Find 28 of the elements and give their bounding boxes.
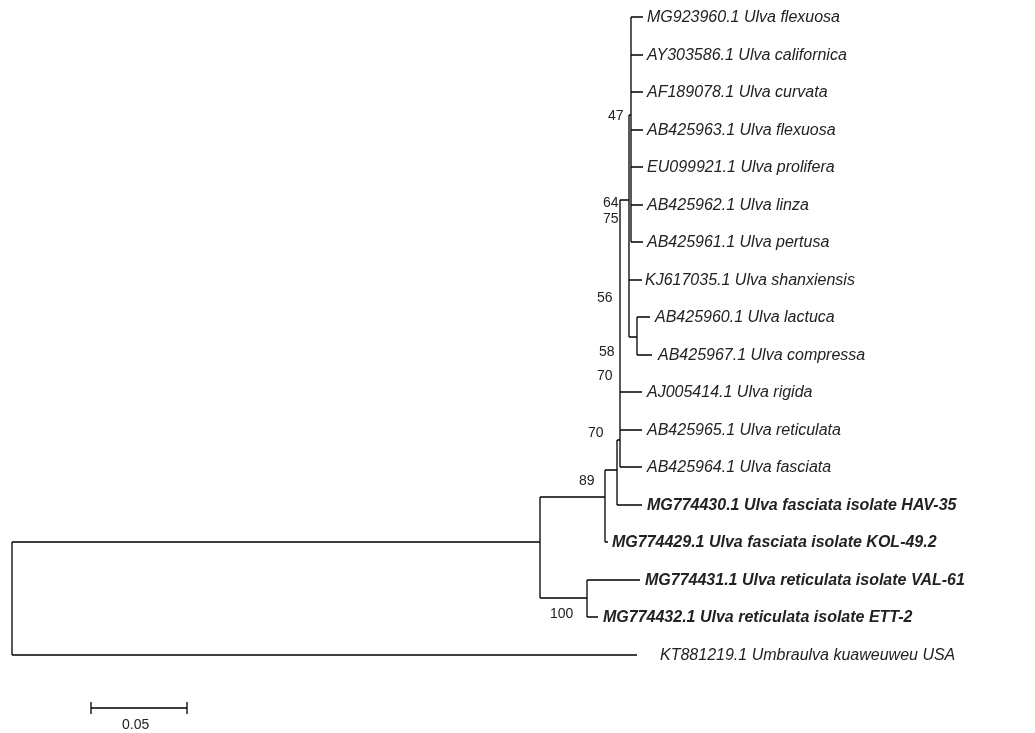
taxon-label: AB425964.1 Ulva fasciata: [647, 458, 832, 476]
bootstrap-value: 70: [597, 368, 613, 384]
taxon-label: KJ617035.1 Ulva shanxiensis: [645, 271, 855, 289]
taxon-label: KT881219.1 Umbraulva kuaweuweu USA: [660, 646, 956, 664]
taxon-label: MG923960.1 Ulva flexuosa: [647, 8, 840, 26]
bootstrap-value: 47: [608, 108, 624, 124]
taxon-label: MG774429.1 Ulva fasciata isolate KOL-49.2: [612, 533, 937, 551]
taxon-label: AB425962.1 Ulva linza: [647, 196, 809, 214]
taxon-label: MG774432.1 Ulva reticulata isolate ETT-2: [603, 608, 913, 626]
bootstrap-value: 89: [579, 473, 595, 489]
bootstrap-value: 56: [597, 290, 613, 306]
taxon-label: EU099921.1 Ulva prolifera: [647, 158, 835, 176]
taxon-label: AB425961.1 Ulva pertusa: [647, 233, 830, 251]
taxon-label: AB425965.1 Ulva reticulata: [647, 421, 841, 439]
taxon-label: MG774430.1 Ulva fasciata isolate HAV-35: [647, 496, 957, 514]
taxon-label: AB425963.1 Ulva flexuosa: [647, 121, 836, 139]
bootstrap-value: 70: [588, 425, 604, 441]
taxon-label: AF189078.1 Ulva curvata: [647, 83, 828, 101]
bootstrap-value: 64: [603, 195, 619, 211]
bootstrap-value: 100: [550, 606, 574, 622]
taxon-label: MG774431.1 Ulva reticulata isolate VAL-61: [645, 571, 965, 589]
taxon-label: AY303586.1 Ulva californica: [647, 46, 847, 64]
bootstrap-value: 75: [603, 211, 619, 227]
bootstrap-value: 58: [599, 344, 615, 360]
taxon-label: AJ005414.1 Ulva rigida: [647, 383, 813, 401]
taxon-label: AB425967.1 Ulva compressa: [658, 346, 866, 364]
taxon-label: AB425960.1 Ulva lactuca: [655, 308, 835, 326]
scale-label: 0.05: [122, 717, 150, 733]
